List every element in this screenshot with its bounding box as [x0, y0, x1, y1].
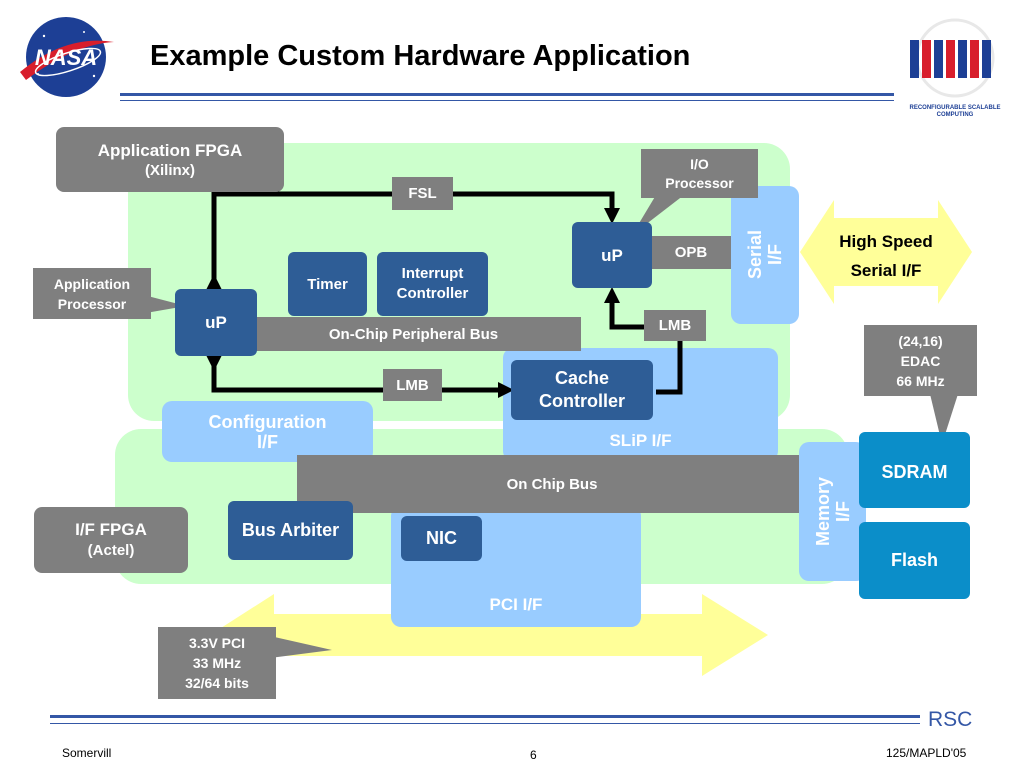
- title-rule-thin: [120, 100, 894, 101]
- opb-text: OPB: [674, 244, 708, 261]
- pci-spec-line2: 33 MHz: [192, 655, 242, 671]
- if-fpga-label: I/F FPGA (Actel): [34, 507, 188, 573]
- flash-block: Flash: [859, 522, 970, 599]
- edac-line3: 66 MHz: [896, 372, 945, 389]
- cache-controller-block: Cache Controller: [511, 360, 653, 420]
- timer-label: Timer: [307, 275, 348, 293]
- lmb-left-arrow: [205, 354, 515, 399]
- title-rule-thick: [120, 93, 894, 96]
- footer-rule-thick: [50, 715, 920, 718]
- application-fpga-line2: (Xilinx): [144, 161, 195, 179]
- configuration-if-line1: Configuration: [208, 411, 327, 432]
- nasa-logo: NASA: [14, 14, 118, 100]
- opb-label: OPB: [651, 236, 731, 269]
- high-speed-line2: Serial I/F: [850, 261, 922, 280]
- bus-arbiter-block: Bus Arbiter: [228, 501, 353, 560]
- serial-if-block: Serial I/F: [731, 186, 799, 324]
- configuration-if-block: Configuration I/F: [162, 401, 373, 462]
- pci-spec-line3: 32/64 bits: [185, 675, 249, 691]
- flash-label: Flash: [890, 550, 938, 570]
- high-speed-serial-arrow: [800, 200, 972, 304]
- footer-reference: 125/MAPLD'05: [886, 746, 967, 760]
- timer-block: Timer: [288, 252, 367, 316]
- io-processor-callout: I/O Processor: [641, 149, 758, 198]
- edac-callout: (24,16) EDAC 66 MHz: [864, 325, 977, 396]
- application-fpga-line1: Application FPGA: [97, 140, 243, 160]
- nasa-logo-text: NASA: [35, 45, 97, 70]
- pci-spec-pointer: [270, 636, 332, 658]
- if-fpga-line2: (Actel): [87, 542, 135, 559]
- lmb-center-label: LMB: [383, 369, 442, 401]
- interrupt-controller-block: Interrupt Controller: [377, 252, 488, 316]
- high-speed-line1: High Speed: [839, 232, 933, 251]
- pci-spec-callout: 3.3V PCI 33 MHz 32/64 bits: [158, 627, 276, 699]
- up-left-label: uP: [205, 313, 227, 332]
- cache-controller-line2: Controller: [538, 391, 625, 411]
- footer-page-number: 6: [530, 748, 537, 762]
- on-chip-peripheral-bus: On-Chip Peripheral Bus: [246, 317, 581, 351]
- io-processor-line2: Processor: [665, 174, 734, 191]
- application-fpga-label: Application FPGA (Xilinx): [56, 127, 284, 192]
- edac-line2: EDAC: [900, 352, 941, 369]
- on-chip-bus: On Chip Bus: [297, 455, 807, 513]
- fsl-text: FSL: [408, 185, 437, 202]
- application-processor-line2: Processor: [57, 295, 127, 312]
- application-processor-pointer: [140, 294, 186, 314]
- sdram-block: SDRAM: [859, 432, 970, 508]
- slip-if-label: SLiP I/F: [609, 431, 672, 450]
- footer-rule-thin: [50, 723, 920, 724]
- up-right-block: uP: [572, 222, 652, 288]
- rsc-logo: RECONFIGURABLE SCALABLE COMPUTING: [900, 18, 1010, 120]
- rsc-footer-label: RSC: [928, 708, 973, 731]
- configuration-if-line2: I/F: [257, 431, 278, 452]
- page-title: Example Custom Hardware Application: [150, 40, 691, 72]
- up-left-block: uP: [175, 289, 257, 356]
- up-right-label: uP: [601, 246, 623, 265]
- edac-line1: (24,16): [898, 332, 943, 349]
- bus-arbiter-label: Bus Arbiter: [241, 520, 340, 540]
- footer-author: Somervill: [62, 746, 112, 760]
- pci-spec-line1: 3.3V PCI: [188, 635, 246, 651]
- pci-if-label: PCI I/F: [489, 595, 543, 614]
- nic-block: NIC: [401, 516, 482, 561]
- memory-if-block: Memory I/F: [799, 442, 866, 581]
- application-processor-callout: Application Processor: [33, 268, 151, 319]
- lmb-center-text: LMB: [396, 376, 429, 394]
- nic-label: NIC: [426, 528, 457, 548]
- if-fpga-line1: I/F FPGA: [75, 520, 147, 539]
- high-speed-serial-label: High Speed Serial I/F: [818, 222, 954, 286]
- cache-controller-line1: Cache: [554, 368, 610, 388]
- interrupt-controller-line2: Controller: [396, 285, 469, 302]
- interrupt-controller-line1: Interrupt: [401, 265, 464, 282]
- sdram-label: SDRAM: [881, 462, 948, 482]
- application-processor-line1: Application: [53, 275, 131, 292]
- rsc-logo-caption: RECONFIGURABLE SCALABLE COMPUTING: [909, 105, 1001, 118]
- lmb-right-label: LMB: [644, 310, 706, 341]
- lmb-right-text: LMB: [658, 317, 692, 334]
- on-chip-peripheral-bus-label: On-Chip Peripheral Bus: [328, 325, 499, 343]
- fsl-label: FSL: [392, 177, 453, 210]
- edac-pointer: [930, 394, 958, 444]
- io-processor-line1: I/O: [690, 155, 709, 172]
- on-chip-bus-label: On Chip Bus: [506, 475, 598, 493]
